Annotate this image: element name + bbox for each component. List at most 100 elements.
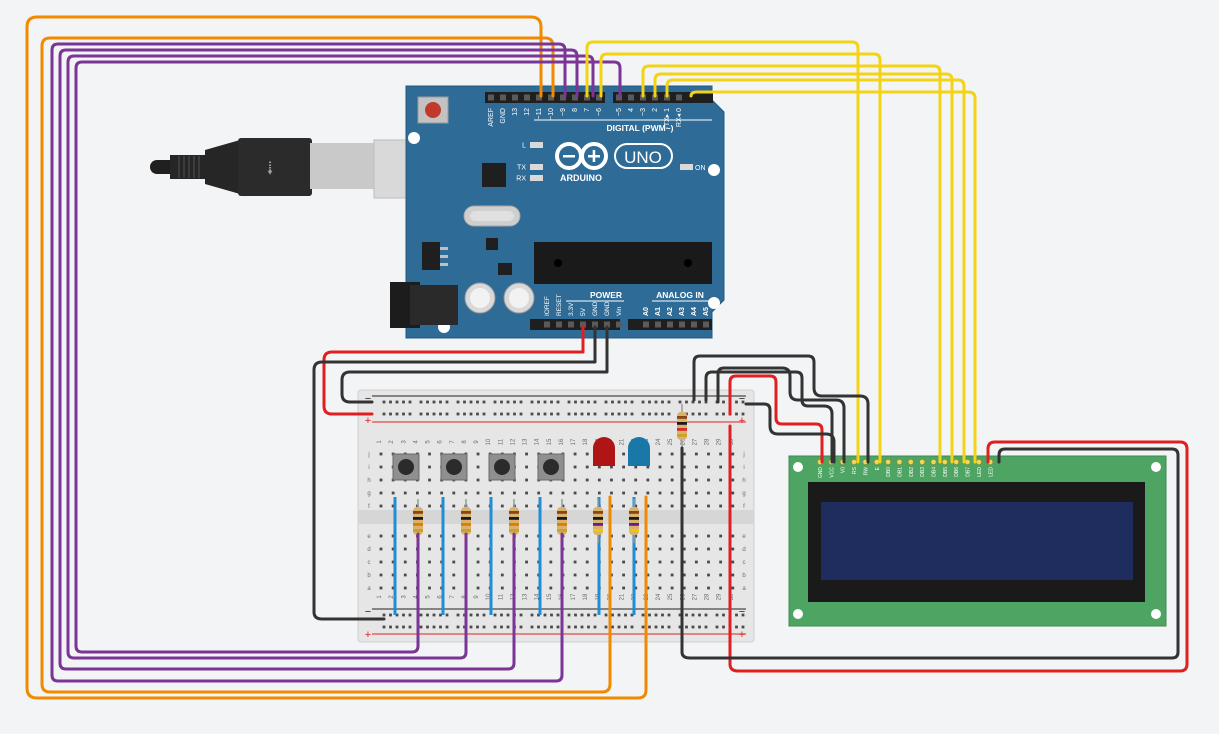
breadboard[interactable]: −−++−−++11223344556677889910101111121213… [357, 389, 755, 643]
wire-gnd-1[interactable] [312, 325, 597, 621]
resistor[interactable] [509, 507, 519, 535]
hole [731, 491, 735, 495]
header-pin[interactable] [572, 94, 578, 101]
wire-lcd-vss[interactable] [744, 402, 836, 464]
wire-yellow-db7[interactable] [689, 90, 977, 464]
pushbutton-cap[interactable] [398, 459, 414, 475]
pushbutton-cap[interactable] [446, 459, 462, 475]
lcd-pin[interactable] [941, 459, 948, 465]
header-pin[interactable] [556, 321, 562, 328]
wire-yellow-db5[interactable] [653, 72, 954, 464]
rail-hole [722, 400, 725, 404]
wire-orange-inner[interactable] [40, 36, 612, 694]
usb-cable[interactable]: ⭭ [150, 138, 419, 199]
pushbutton-cap[interactable] [543, 459, 559, 475]
header-pin[interactable] [643, 321, 649, 328]
header-pin[interactable] [596, 94, 602, 101]
lcd-pin[interactable] [851, 459, 857, 465]
resistor-band [557, 523, 567, 526]
hole [391, 547, 395, 551]
hole [694, 547, 698, 551]
wire-backlight-red[interactable] [728, 424, 1189, 673]
wire-yellow-rs[interactable] [585, 40, 860, 464]
header-pin[interactable] [604, 321, 610, 328]
pushbutton[interactable] [537, 453, 565, 481]
resistor[interactable] [593, 507, 603, 535]
rail-hole [704, 613, 708, 617]
wire-lcd-gnd[interactable] [704, 370, 834, 464]
header-pin[interactable] [616, 321, 622, 328]
digital-header-left [485, 92, 605, 103]
header-pin[interactable] [548, 94, 554, 101]
reset-button[interactable] [425, 102, 441, 118]
wire-purple-1[interactable] [50, 42, 567, 683]
header-pin[interactable] [592, 321, 598, 328]
header-pin[interactable] [568, 321, 574, 328]
hole [379, 465, 383, 469]
wire-gnd-2[interactable] [340, 325, 609, 404]
pushbutton-cap[interactable] [494, 459, 510, 475]
header-pin[interactable] [524, 94, 530, 101]
wire-yellow-db6[interactable] [665, 78, 966, 464]
wire-purple-2[interactable] [58, 48, 579, 671]
hole [428, 465, 431, 469]
led-blue[interactable] [628, 437, 650, 466]
header-pin[interactable] [488, 94, 494, 101]
col-number: 18 [583, 593, 589, 600]
header-pin[interactable] [560, 94, 566, 101]
header-pin[interactable] [500, 94, 506, 101]
wire-yellow-e[interactable] [599, 52, 882, 464]
row-letter: i [743, 465, 744, 471]
resistor[interactable] [629, 507, 639, 535]
led-red[interactable] [593, 437, 615, 466]
resistor[interactable] [557, 507, 567, 535]
wire-backlight-black[interactable] [680, 446, 1180, 660]
rail-hole [530, 613, 534, 617]
wire-lcd-rw[interactable] [692, 354, 870, 464]
wires[interactable] [25, 15, 1189, 700]
resistor[interactable] [413, 507, 423, 535]
header-pin[interactable] [512, 94, 518, 101]
regulator-lead [440, 255, 448, 258]
header-pin[interactable] [616, 94, 622, 101]
hole [452, 504, 456, 508]
header-pin[interactable] [703, 321, 709, 328]
lcd-pin[interactable] [964, 459, 971, 465]
breadboard-components[interactable] [392, 404, 687, 615]
header-pin[interactable] [544, 321, 550, 328]
lcd-pin[interactable] [919, 459, 926, 465]
rail-hole [667, 625, 671, 629]
lcd-pin[interactable] [896, 459, 903, 465]
header-pin[interactable] [676, 94, 682, 101]
wire-yellow-db4[interactable] [641, 64, 942, 464]
resistor[interactable] [461, 507, 471, 535]
wire-purple-3[interactable] [66, 54, 595, 660]
header-pin[interactable] [691, 321, 697, 328]
header-pin[interactable] [655, 321, 661, 328]
lcd-pin[interactable] [976, 459, 982, 465]
hole [379, 452, 383, 456]
header-pin[interactable] [628, 94, 634, 101]
rail-hole [389, 613, 392, 617]
rail-hole [469, 400, 473, 404]
lcd-pin[interactable] [885, 459, 891, 465]
wire-5v[interactable] [322, 325, 585, 416]
lcd-pin[interactable] [953, 459, 960, 465]
wire-purple-4[interactable] [74, 60, 622, 654]
lcd-pin[interactable] [907, 459, 914, 465]
lcd-pin[interactable] [930, 459, 937, 465]
resistor-band [413, 517, 423, 520]
hole [646, 573, 650, 577]
rail-hole [419, 412, 423, 416]
header-pin[interactable] [679, 321, 685, 328]
rail-sign: + [739, 415, 745, 427]
wire-lcd-5v[interactable] [728, 374, 824, 464]
header-pin[interactable] [580, 321, 586, 328]
header-pin[interactable] [667, 321, 673, 328]
resistor-contrast[interactable] [677, 412, 687, 440]
wire-orange-outer[interactable] [25, 15, 648, 700]
wire-lcd-vcc-black[interactable] [716, 366, 846, 464]
header-pin[interactable] [536, 94, 542, 101]
